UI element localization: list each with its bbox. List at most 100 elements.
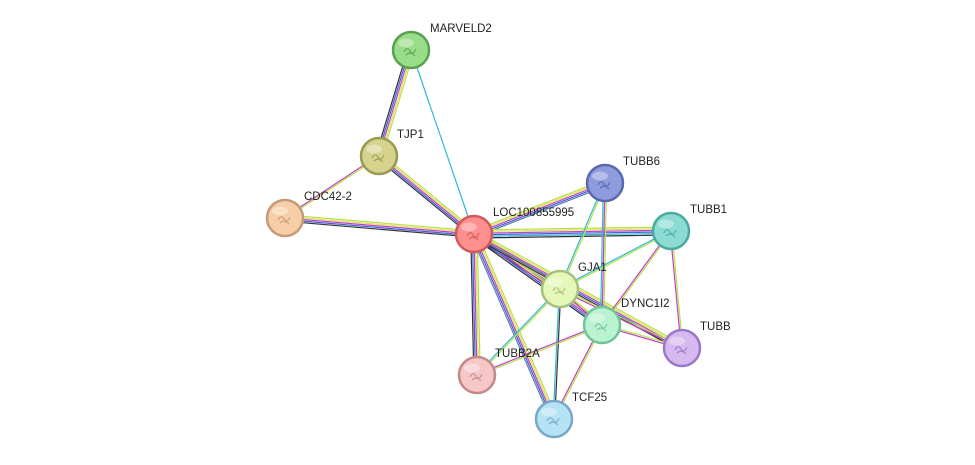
edge-line-blue bbox=[377, 156, 474, 236]
edge-line-black bbox=[284, 220, 475, 238]
node-circle[interactable] bbox=[662, 328, 702, 368]
edge-LOC100855995-TUBB1[interactable] bbox=[473, 226, 672, 239]
node-label: LOC100855995 bbox=[493, 207, 574, 219]
edge-line-purple bbox=[473, 233, 555, 420]
edge-TJP1-LOC100855995[interactable] bbox=[376, 152, 477, 238]
edge-line-purple bbox=[600, 229, 671, 326]
edge-line-yellow bbox=[284, 215, 475, 234]
node-label: TUBB1 bbox=[690, 204, 727, 216]
edge-CDC42-2-LOC100855995[interactable] bbox=[284, 214, 475, 238]
node-highlight bbox=[461, 222, 477, 232]
node-circle[interactable] bbox=[651, 211, 691, 251]
edge-line-yellow bbox=[474, 232, 557, 419]
edge-line-purple bbox=[601, 182, 606, 326]
node-circle[interactable] bbox=[265, 198, 305, 238]
edge-TUBB6-DYNC1I2[interactable] bbox=[599, 182, 608, 326]
edge-line-black bbox=[554, 288, 562, 420]
node-highlight bbox=[398, 38, 414, 48]
node-tubb6[interactable]: TUBB6 bbox=[585, 156, 660, 203]
edge-DYNC1I2-TUBB2A[interactable] bbox=[476, 323, 603, 377]
edge-line-blue bbox=[471, 233, 477, 376]
edge-LOC100855995-TCF25[interactable] bbox=[470, 232, 558, 421]
edge-line-black bbox=[473, 234, 672, 239]
node-tcf25[interactable]: TCF25 bbox=[534, 392, 607, 439]
edge-TUBB1-GJA1[interactable] bbox=[559, 229, 672, 291]
edge-line-slate bbox=[470, 234, 552, 421]
edge-line-cyan bbox=[599, 182, 605, 326]
node-circle[interactable] bbox=[585, 163, 625, 203]
node-circle[interactable] bbox=[457, 355, 497, 395]
edge-TUBB1-TUBB[interactable] bbox=[669, 230, 684, 349]
edge-GJA1-TUBB2A[interactable] bbox=[475, 287, 562, 377]
edge-line-green bbox=[476, 288, 562, 377]
node-tubb1[interactable]: TUBB1 bbox=[651, 204, 727, 251]
edge-line-purple bbox=[284, 217, 475, 235]
node-circle[interactable] bbox=[582, 305, 622, 345]
edge-line-green bbox=[380, 152, 477, 233]
node-tjp1[interactable]: TJP1 bbox=[359, 129, 424, 176]
edge-line-purple bbox=[473, 233, 478, 376]
edge-line-green bbox=[602, 230, 673, 327]
edge-line-cyan bbox=[559, 229, 672, 289]
node-marveld2[interactable]: MARVELD2 bbox=[391, 23, 492, 70]
edge-line-cyan bbox=[473, 232, 672, 237]
node-label: GJA1 bbox=[578, 262, 607, 274]
protein-structure-icon bbox=[663, 229, 677, 238]
node-circle[interactable] bbox=[359, 136, 399, 176]
edge-line-green bbox=[473, 226, 672, 231]
node-label: TCF25 bbox=[572, 392, 607, 404]
edge-line-green bbox=[476, 232, 558, 419]
node-highlight bbox=[669, 336, 685, 346]
edge-GJA1-TUBB[interactable] bbox=[559, 287, 683, 350]
node-tubb[interactable]: TUBB bbox=[662, 321, 731, 368]
edge-line-blue bbox=[473, 231, 672, 236]
edge-line-blue bbox=[473, 183, 607, 237]
protein-structure-icon bbox=[594, 323, 608, 332]
edge-line-cyan bbox=[410, 49, 475, 235]
protein-structure-icon bbox=[466, 232, 480, 241]
node-label: TUBB6 bbox=[623, 156, 660, 168]
node-label: TJP1 bbox=[397, 129, 424, 141]
node-gja1[interactable]: GJA1 bbox=[540, 262, 607, 309]
edge-line-cyan bbox=[475, 287, 561, 376]
edge-GJA1-TCF25[interactable] bbox=[552, 288, 562, 420]
protein-structure-icon bbox=[371, 154, 385, 163]
node-highlight bbox=[658, 219, 674, 229]
protein-structure-icon bbox=[674, 346, 688, 355]
node-loc100855995[interactable]: LOC100855995 bbox=[454, 207, 574, 254]
edge-line-yellow bbox=[472, 180, 606, 234]
edge-TUBB1-DYNC1I2[interactable] bbox=[600, 229, 673, 327]
node-cdc42-2[interactable]: CDC42-2 bbox=[265, 191, 352, 238]
edge-line-black bbox=[471, 236, 601, 329]
edge-LOC100855995-TUBB6[interactable] bbox=[472, 179, 607, 238]
node-highlight bbox=[464, 363, 480, 373]
edge-LOC100855995-TUBB2A[interactable] bbox=[470, 233, 481, 376]
protein-structure-icon bbox=[597, 181, 611, 190]
edge-line-purple bbox=[559, 289, 683, 350]
protein-structure-icon bbox=[552, 287, 566, 296]
node-circle[interactable] bbox=[454, 214, 494, 254]
node-highlight bbox=[592, 171, 608, 181]
node-dync1i2[interactable]: DYNC1I2 bbox=[582, 298, 670, 345]
node-tubb2a[interactable]: TUBB2A bbox=[457, 348, 540, 395]
edge-line-slate bbox=[474, 185, 607, 238]
edge-line-blue bbox=[284, 218, 475, 237]
edge-MARVELD2-LOC100855995[interactable] bbox=[410, 49, 475, 235]
edge-line-green bbox=[559, 231, 672, 291]
node-label: TUBB bbox=[700, 321, 731, 333]
edge-line-purple bbox=[473, 182, 606, 235]
node-circle[interactable] bbox=[391, 30, 431, 70]
node-circle[interactable] bbox=[534, 399, 574, 439]
protein-structure-icon bbox=[546, 417, 560, 426]
edge-line-cyan bbox=[552, 288, 560, 420]
node-highlight bbox=[547, 277, 563, 287]
node-circle[interactable] bbox=[540, 269, 580, 309]
node-highlight bbox=[589, 313, 605, 323]
edge-line-purple bbox=[476, 323, 603, 375]
node-highlight bbox=[366, 144, 382, 154]
node-label: MARVELD2 bbox=[430, 23, 492, 35]
edge-line-green bbox=[559, 287, 683, 348]
node-label: CDC42-2 bbox=[304, 191, 352, 203]
